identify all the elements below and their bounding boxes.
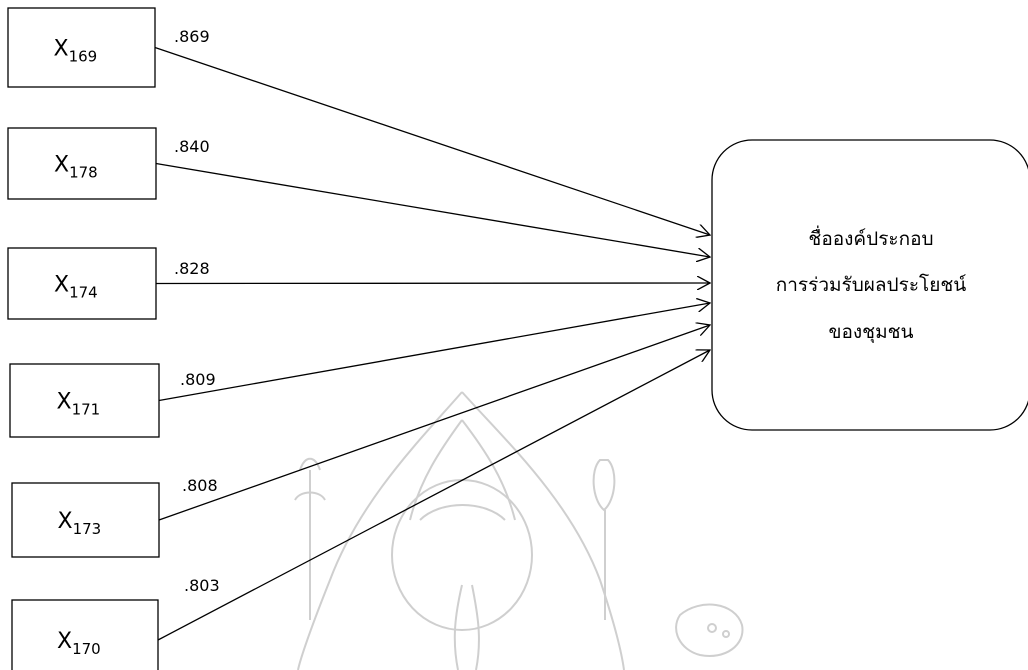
loading-value: .803 bbox=[184, 576, 220, 595]
path-arrow bbox=[155, 283, 710, 284]
path-arrow bbox=[155, 162, 710, 258]
indicator-box-shape bbox=[7, 247, 157, 320]
indicator-box: X173 bbox=[11, 482, 160, 558]
loading-value: .828 bbox=[174, 259, 210, 278]
path-arrow bbox=[154, 46, 710, 236]
indicator-box: X178 bbox=[7, 127, 157, 200]
indicator-label: X170 bbox=[57, 629, 101, 658]
path-arrow bbox=[158, 303, 710, 402]
factor-shape bbox=[711, 139, 1028, 431]
loading-labels: .869 .840 .828 .809 .808 .803 bbox=[174, 27, 220, 595]
loading-value: .869 bbox=[174, 27, 210, 46]
indicator-label: X174 bbox=[54, 273, 98, 302]
indicator-label: X169 bbox=[54, 37, 98, 66]
indicator-box-shape bbox=[11, 482, 160, 558]
factor-line-1: ชื่อองค์ประกอบ bbox=[808, 225, 933, 250]
loading-value: .808 bbox=[182, 476, 218, 495]
loading-value: .809 bbox=[180, 370, 216, 389]
factor-box: ชื่อองค์ประกอบ การร่วมรับผลประโยชน์ ของช… bbox=[711, 139, 1028, 431]
indicator-box: X169 bbox=[7, 7, 156, 88]
indicator-label: X178 bbox=[54, 153, 98, 182]
path-arrow bbox=[158, 325, 710, 521]
indicator-box: X174 bbox=[7, 247, 157, 320]
ganesha-seal-icon bbox=[294, 391, 744, 670]
indicator-box: X170 bbox=[11, 599, 159, 670]
indicator-box-shape bbox=[7, 7, 156, 88]
indicator-label: X171 bbox=[57, 390, 101, 419]
indicator-box-shape bbox=[9, 363, 160, 438]
factor-line-2: การร่วมรับผลประโยชน์ bbox=[776, 273, 967, 296]
path-arrow bbox=[157, 350, 710, 641]
path-lines bbox=[154, 46, 710, 641]
indicator-box: X171 bbox=[9, 363, 160, 438]
loading-value: .840 bbox=[174, 137, 210, 156]
indicator-label: X173 bbox=[58, 509, 102, 538]
factor-line-3: ของชุมชน bbox=[829, 321, 914, 344]
indicator-box-shape bbox=[7, 127, 157, 200]
indicator-box-shape bbox=[11, 599, 159, 670]
